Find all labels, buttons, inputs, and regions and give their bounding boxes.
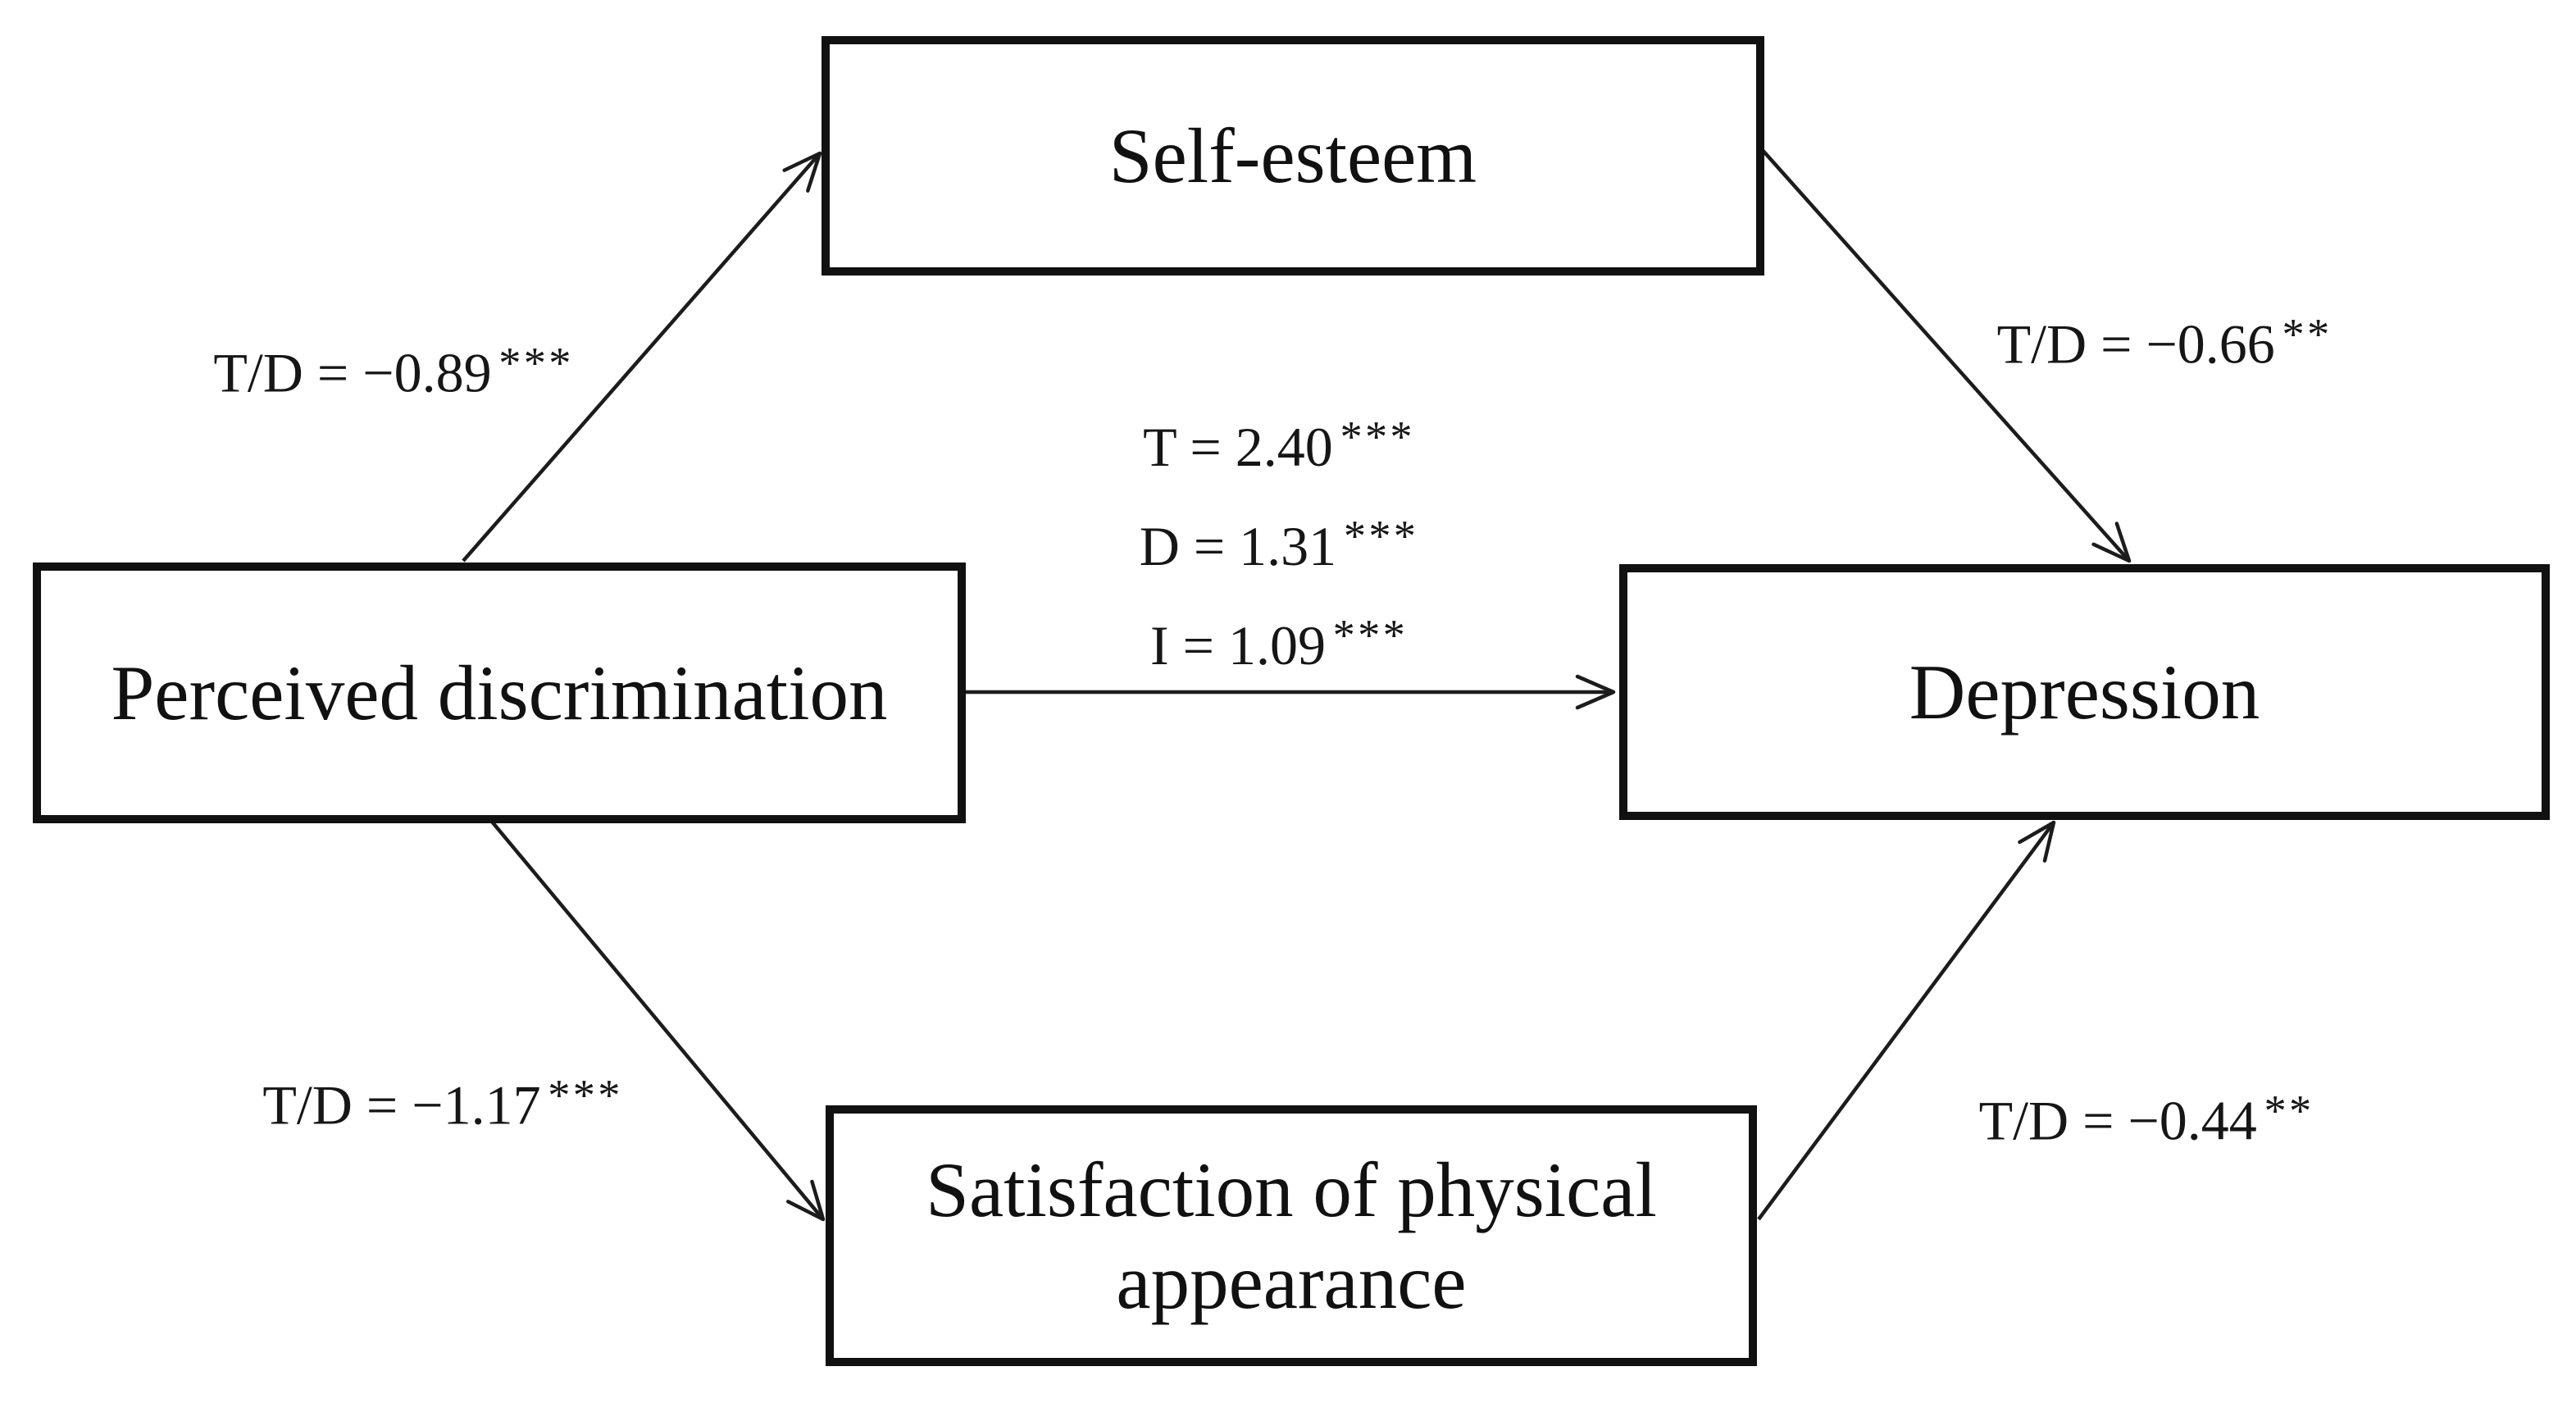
node-satisfaction-physical-appearance-label: Satisfaction of physical appearance	[926, 1146, 1657, 1325]
significance-stars: ***	[548, 1070, 623, 1120]
edge-label-self-esteem-to-depression: T/D = −0.66**	[1997, 308, 2333, 376]
coefficient-value: I = 1.09	[1149, 613, 1326, 676]
direct-effect-line-indirect: I = 1.09***	[1140, 586, 1419, 686]
node-depression: Depression	[1619, 564, 2550, 820]
edge-label-perceived-to-self-esteem: T/D = −0.89***	[213, 337, 573, 405]
coefficient-value: T = 2.40	[1143, 415, 1333, 478]
edge-label-perceived-to-satisfaction: T/D = −1.17***	[262, 1069, 622, 1137]
node-depression-label: Depression	[1909, 648, 2260, 736]
coefficient-value: T/D = −1.17	[262, 1073, 541, 1137]
node-satisfaction-physical-appearance: Satisfaction of physical appearance	[826, 1105, 1757, 1366]
node-self-esteem-label: Self-esteem	[1108, 112, 1477, 199]
arrow-self-esteem-to-depression	[1759, 146, 2132, 563]
significance-stars: **	[2264, 1086, 2314, 1136]
significance-stars: ***	[1332, 610, 1409, 660]
arrow-perceived-to-self-esteem	[462, 151, 822, 563]
coefficient-value: T/D = −0.44	[1978, 1089, 2257, 1152]
coefficient-value: D = 1.31	[1139, 514, 1337, 577]
coefficient-value: T/D = −0.66	[1996, 312, 2275, 376]
arrow-perceived-to-satisfaction	[490, 820, 826, 1222]
node-perceived-discrimination: Perceived discrimination	[33, 563, 966, 823]
edge-label-perceived-to-depression: T = 2.40*** D = 1.31*** I = 1.09***	[1140, 388, 1419, 686]
coefficient-value: T/D = −0.89	[213, 341, 492, 404]
significance-stars: ***	[1340, 412, 1415, 462]
significance-stars: **	[2282, 309, 2333, 359]
significance-stars: ***	[1343, 511, 1419, 561]
node-self-esteem: Self-esteem	[821, 36, 1764, 276]
arrow-satisfaction-to-depression	[1757, 820, 2056, 1221]
significance-stars: ***	[498, 338, 574, 388]
node-perceived-discrimination-label: Perceived discrimination	[111, 649, 888, 736]
edge-label-satisfaction-to-depression: T/D = −0.44**	[1979, 1085, 2314, 1153]
direct-effect-line-direct: D = 1.31***	[1140, 487, 1419, 586]
direct-effect-line-total: T = 2.40***	[1140, 388, 1419, 487]
